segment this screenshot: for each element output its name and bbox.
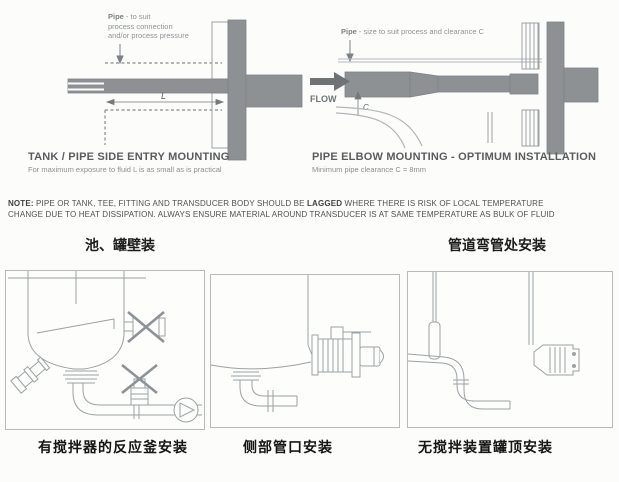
callout-bold-word: Pipe: [108, 12, 124, 21]
dimension-C-label: C: [363, 103, 369, 112]
dimension-L: L: [105, 91, 225, 106]
crossed-fitting: [130, 378, 149, 406]
transducer-assembly: [344, 21, 599, 155]
transducer-body: [245, 74, 303, 108]
note-bold-prefix: NOTE:: [8, 199, 34, 208]
note-segment-1: PIPE OR TANK, TEE, FITTING AND TRANSDUCE…: [33, 199, 307, 208]
bottom-flange: [63, 370, 99, 384]
caption-top-mounting: 无搅拌装置罐顶安装: [418, 439, 553, 455]
panel-side-port: [210, 274, 400, 428]
section-label-tank-wall: 池、罐壁装: [85, 237, 155, 253]
probe-taper: [409, 71, 439, 98]
pump: [173, 397, 199, 423]
callout-rest: - to suit: [123, 12, 151, 21]
dimension-L-label: L: [161, 91, 166, 101]
callout-rest: - size to suit process and clearance C: [356, 27, 484, 36]
transducer-body: [563, 67, 599, 103]
callout-leader: [116, 44, 124, 65]
note-bold-lagged: LAGGED: [307, 199, 343, 208]
pipe-elbow-title: PIPE ELBOW MOUNTING - OPTIMUM INSTALLATI…: [312, 151, 597, 163]
tank-side-entry-subtitle: For maximum exposure to fluid L is as sm…: [28, 165, 222, 174]
callout-bold-word: Pipe: [341, 27, 357, 36]
mounting-wall: [227, 19, 247, 161]
callout-line2: process connection: [108, 21, 173, 31]
reactor-agitator-drawing: [8, 271, 202, 423]
note-segment-2: WHERE THERE IS RISK OF LOCAL TEMPERATURE: [342, 199, 544, 208]
callout-line3: and/or process pressure: [108, 31, 189, 40]
tank-outline: [211, 275, 313, 370]
transducer-assembly: [67, 19, 303, 161]
mounting-wall: [546, 21, 565, 155]
bottom-piping: [408, 353, 511, 410]
probe-boss: [509, 73, 539, 95]
left-rod-probe: [428, 272, 441, 360]
bottom-port: [231, 371, 298, 412]
pipe-elbow-curves: [335, 106, 423, 149]
tank-side-entry-diagram: L: [67, 19, 303, 161]
probe-shaft: [437, 75, 511, 93]
pipe-top-line: [338, 58, 542, 63]
caption-reactor-agitator: 有搅拌器的反应釜安装: [38, 439, 188, 455]
x-marks: [121, 311, 165, 395]
flow-arrow: FLOW: [310, 72, 350, 104]
panel-top-mounting: [407, 271, 613, 428]
reactor-tank: [27, 271, 125, 370]
dimension-C: C: [354, 90, 369, 116]
note-line-2: CHANGE DUE TO HEAT DISSIPATION. ALWAYS E…: [8, 210, 555, 219]
angled-transducer: [10, 356, 51, 394]
probe: [67, 78, 229, 94]
right-rod: [528, 272, 534, 345]
agitator: [36, 271, 115, 334]
probe-thick-section: [344, 71, 411, 98]
pipe-elbow-diagram: FLOW C: [310, 21, 599, 155]
callout-leader: [346, 40, 354, 63]
tank-side-entry-title: TANK / PIPE SIDE ENTRY MOUNTING: [28, 151, 230, 163]
side-port-drawing: [211, 275, 384, 412]
pipe-callout-right: Pipe - size to suit process and clearanc…: [341, 27, 484, 37]
panel-reactor-agitator: [5, 270, 205, 430]
clamp-transducer: [533, 344, 580, 376]
probe-tines: [68, 82, 104, 91]
top-mounting-drawing: [408, 272, 580, 410]
note-line-1: NOTE: PIPE OR TANK, TEE, FITTING AND TRA…: [8, 199, 544, 208]
pipe-dashed-outline: [104, 62, 222, 145]
pipe-elbow-subtitle: Minimum pipe clearance C = 8mm: [312, 165, 426, 174]
pipe-wall-hatch: [487, 22, 540, 147]
caption-side-port: 侧部管口安装: [243, 439, 333, 455]
crossed-valve: [124, 315, 166, 339]
pipe-callout-left: Pipe - to suit process connection and/or…: [108, 12, 189, 41]
horizontal-transducer: [311, 326, 384, 378]
flow-label: FLOW: [310, 94, 337, 104]
section-label-pipe-elbow: 管道弯管处安装: [448, 237, 546, 253]
